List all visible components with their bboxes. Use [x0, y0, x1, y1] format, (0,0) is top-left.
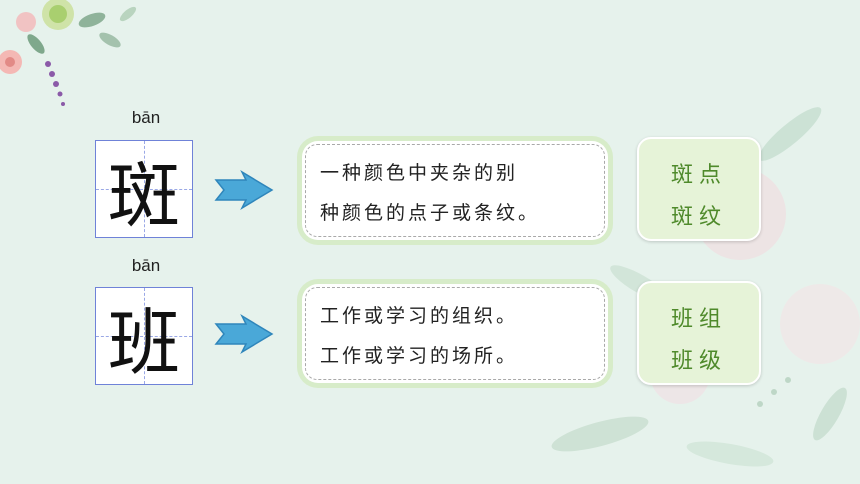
meaning-box-border — [305, 144, 605, 237]
character-grid-box: 班 — [95, 287, 193, 385]
grid-guide-vertical — [144, 288, 145, 384]
meaning-box-border — [305, 287, 605, 380]
meaning-line: 种颜色的点子或条纹。 — [320, 202, 541, 224]
word-example: 班组 — [670, 307, 727, 332]
word-example: 班级 — [670, 349, 727, 374]
pinyin-label: bān — [131, 108, 161, 127]
meaning-box: 工作或学习的组织。 工作或学习的场所。 — [302, 284, 608, 383]
word-examples-card: 斑点 斑纹 — [637, 137, 761, 241]
arrow-right-icon — [214, 314, 274, 354]
meaning-line: 工作或学习的场所。 — [320, 345, 519, 367]
word-examples-card: 班组 班级 — [637, 281, 761, 385]
character: 斑 — [107, 153, 180, 238]
grid-guide-vertical — [144, 141, 145, 237]
character-grid-box: 斑 — [95, 140, 193, 238]
meaning-line: 一种颜色中夹杂的别 — [320, 162, 519, 184]
arrow-right-icon — [214, 170, 274, 210]
word-example: 斑点 — [670, 163, 727, 188]
word-example: 斑纹 — [670, 205, 727, 230]
meaning-box: 一种颜色中夹杂的别 种颜色的点子或条纹。 — [302, 141, 608, 240]
character: 班 — [107, 300, 180, 385]
floral-decoration-bottom-right — [551, 107, 860, 467]
meaning-line: 工作或学习的组织。 — [320, 305, 519, 327]
floral-decoration-top-left — [0, 0, 137, 106]
pinyin-label: bān — [131, 256, 161, 275]
